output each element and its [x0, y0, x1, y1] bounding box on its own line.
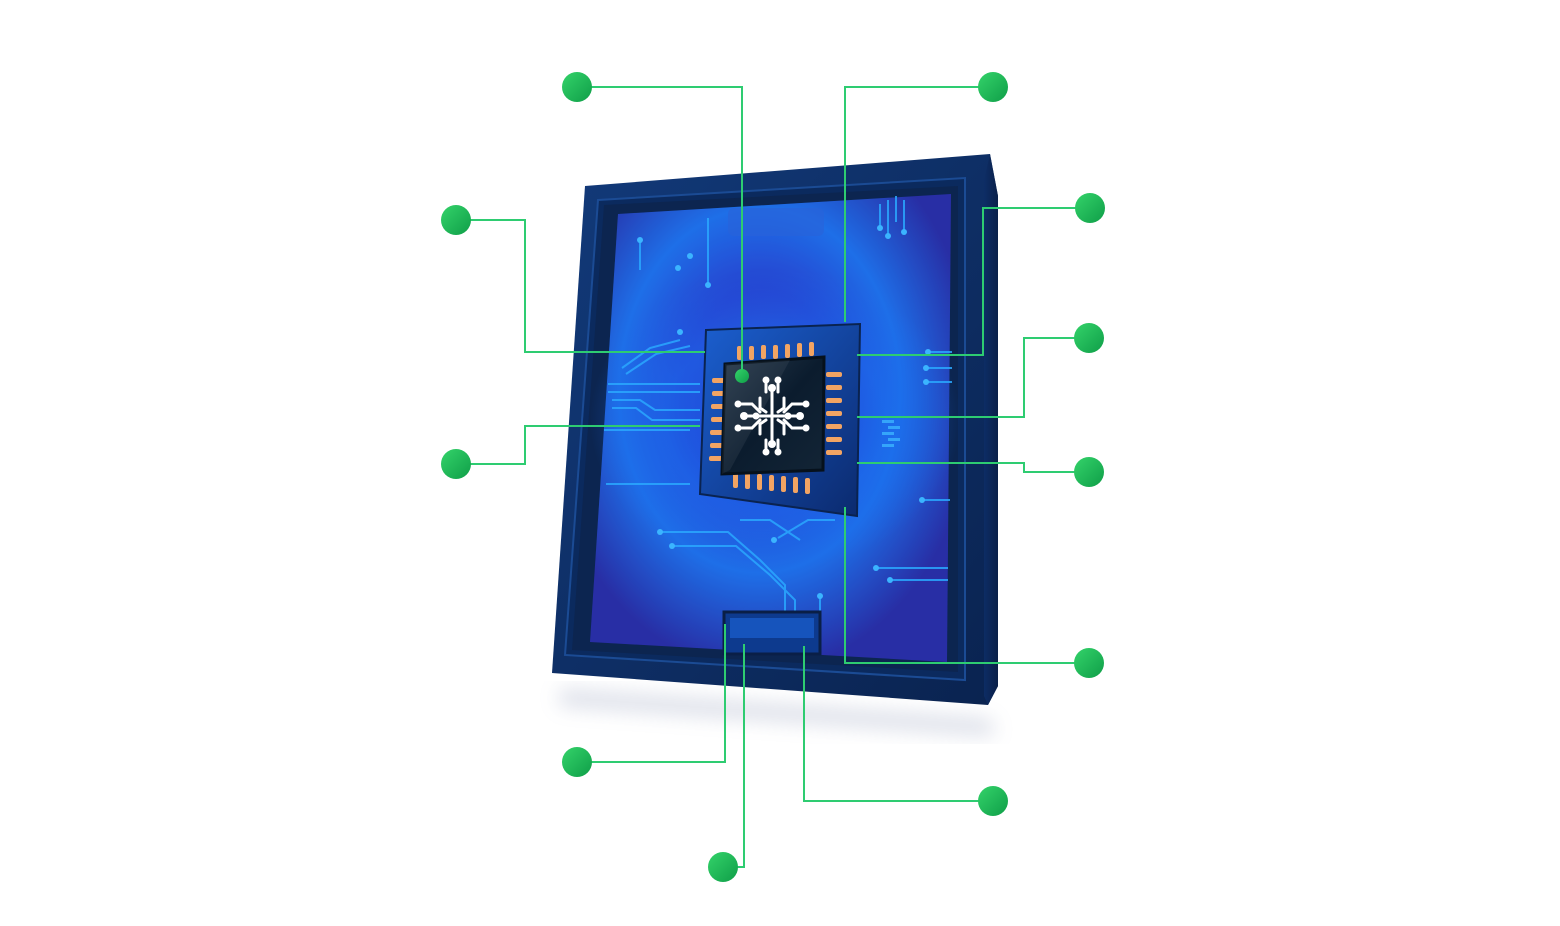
- trace-pads: [637, 225, 931, 599]
- dot-marker-icon: [1074, 457, 1104, 487]
- dot-marker-icon: [441, 449, 471, 479]
- dot-marker-icon: [562, 747, 592, 777]
- board-notch: [728, 208, 824, 236]
- callout-line-5: [857, 337, 1089, 418]
- callout-line-8: [844, 507, 1089, 664]
- callout-line-3: [857, 207, 1090, 356]
- board-shadow: [560, 690, 995, 735]
- dot-marker-icon: [441, 205, 471, 235]
- dot-marker-icon: [978, 72, 1008, 102]
- circuit-traces: [604, 196, 952, 614]
- microchip: [698, 322, 862, 518]
- dot-marker-icon: [1075, 193, 1105, 223]
- bottom-connector: [722, 610, 822, 656]
- callout-line-2: [844, 86, 993, 322]
- callout-line-1: [577, 86, 743, 376]
- callout-lines: [456, 86, 1090, 868]
- dot-marker-icon: [708, 852, 738, 882]
- dot-marker-icon: [562, 72, 592, 102]
- callout-line-7: [857, 462, 1089, 473]
- chip-pins: [709, 342, 842, 494]
- callout-line-10: [803, 646, 993, 802]
- callout-line-4: [456, 219, 705, 353]
- dot-marker-icon: [735, 369, 749, 383]
- callout-markers: [441, 72, 1105, 882]
- processor-icon-nodes: [734, 376, 810, 456]
- dot-marker-icon: [978, 786, 1008, 816]
- dot-marker-icon: [1074, 323, 1104, 353]
- tiny-components: [882, 420, 900, 447]
- callout-line-9: [577, 624, 726, 763]
- dot-marker-icon: [1074, 648, 1104, 678]
- callout-line-6: [456, 425, 700, 465]
